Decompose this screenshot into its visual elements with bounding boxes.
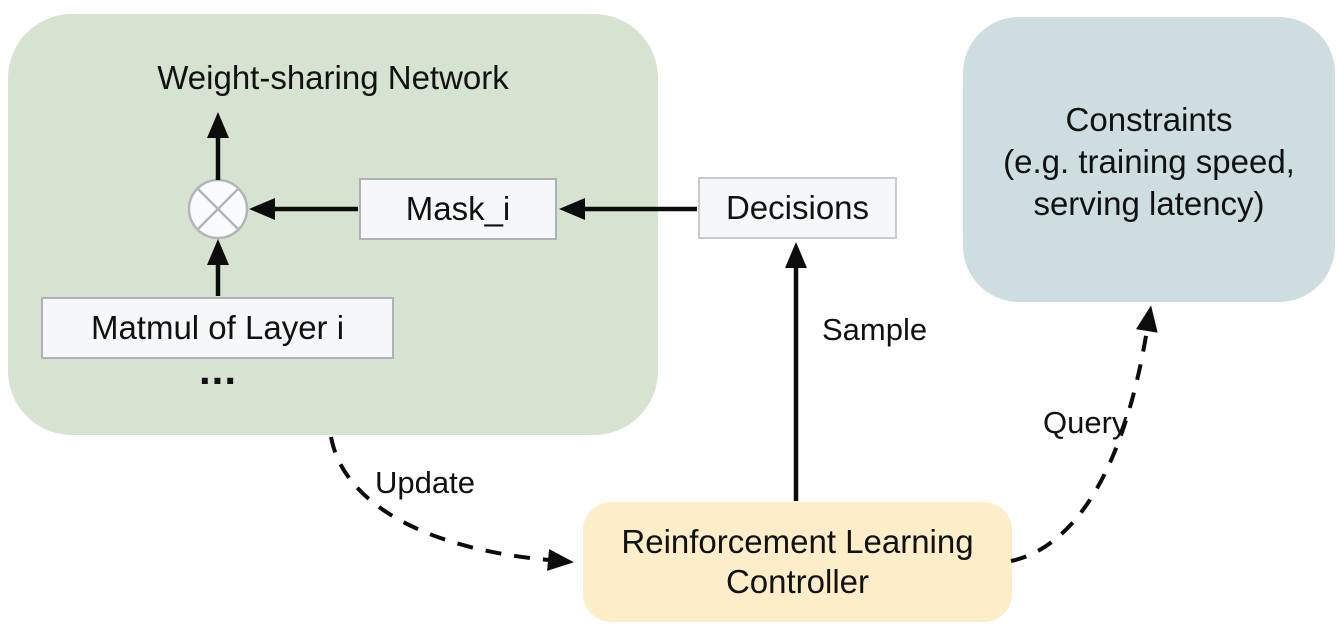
rl-controller-panel: Reinforcement Learning Controller (583, 502, 1012, 622)
constraints-panel: Constraints (e.g. training speed, servin… (963, 17, 1335, 302)
mask-node: Mask_i (359, 178, 557, 240)
weight-sharing-network-panel: Weight-sharing Network (8, 14, 658, 435)
update-edge-label: Update (375, 465, 475, 500)
query-edge-label: Query (1043, 405, 1128, 440)
matmul-node: Matmul of Layer i (41, 297, 394, 359)
sample-edge-label: Sample (822, 312, 928, 347)
query-arrow (1010, 305, 1158, 563)
constraints-label: Constraints (e.g. training speed, servin… (1003, 101, 1295, 223)
ellipsis-label: ... (198, 346, 237, 393)
weight-sharing-network-title: Weight-sharing Network (157, 59, 509, 96)
decisions-node: Decisions (698, 177, 897, 239)
rl-controller-label: Reinforcement Learning Controller (621, 522, 974, 600)
